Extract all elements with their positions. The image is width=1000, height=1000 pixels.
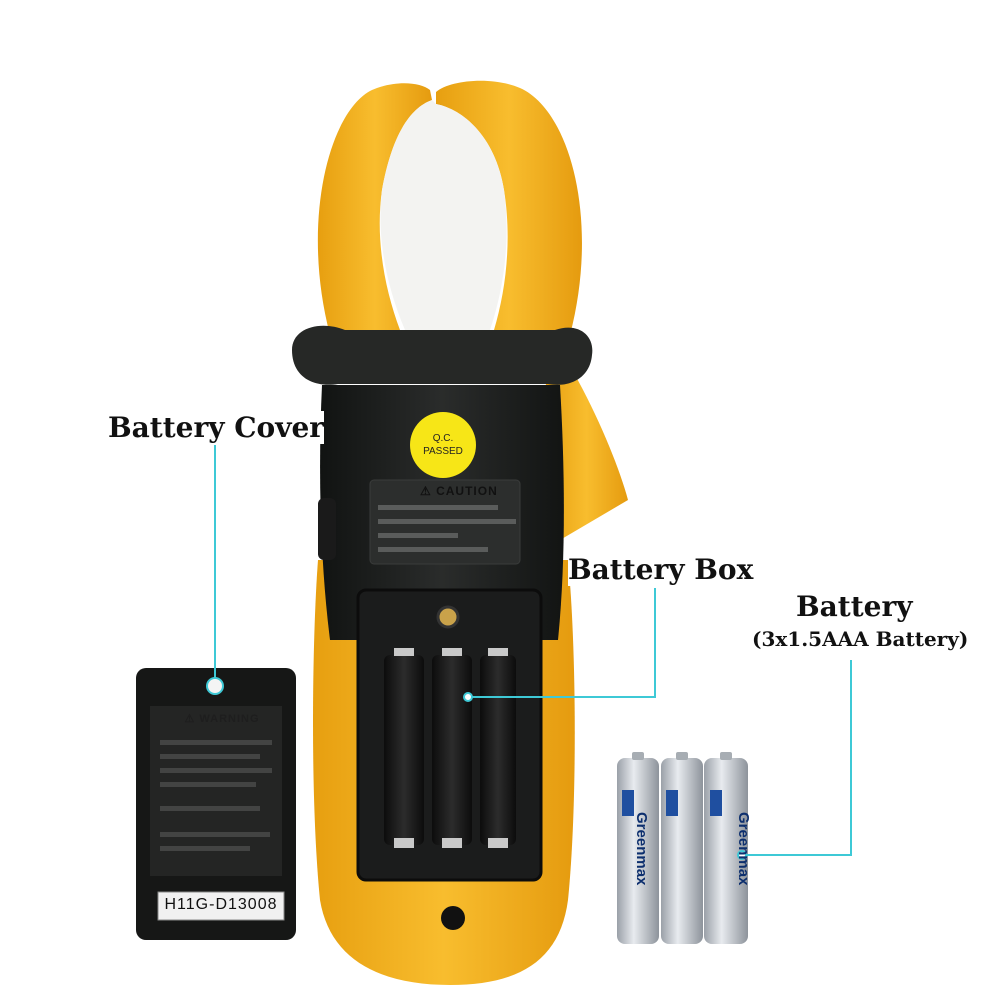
battery-brand-1: Greenmax <box>633 812 650 886</box>
battery-brand-3: Greenmax <box>735 812 752 886</box>
clamp-jaws <box>317 80 582 335</box>
battery-box-screw <box>436 605 460 629</box>
cover-hole <box>206 677 224 695</box>
cover-text-lines <box>160 740 272 851</box>
bottom-hole <box>441 906 465 930</box>
battery-cell-middle <box>432 655 472 845</box>
jaw-collar <box>292 325 593 385</box>
trigger-lever <box>545 375 628 540</box>
serial-plate <box>157 891 285 921</box>
leader-dot-box <box>463 692 473 702</box>
qc-line-2: PASSED <box>423 446 463 457</box>
aaa-batteries <box>617 752 748 944</box>
battery-box-label: Battery Box <box>568 553 754 586</box>
caution-heading: ⚠ CAUTION <box>420 484 498 498</box>
side-knob <box>318 498 336 560</box>
qc-sticker-text: Q.C. PASSED <box>411 432 475 458</box>
serial-number: H11G-D13008 <box>164 896 278 913</box>
qc-line-1: Q.C. <box>432 433 454 444</box>
battery-spec-label: (3x1.5AAA Battery) <box>752 627 969 651</box>
leader-lines <box>214 445 852 856</box>
battery-cell-right <box>480 655 516 845</box>
battery-terminals <box>394 648 508 848</box>
cover-warning-heading: ⚠ WARNING <box>184 713 260 725</box>
battery-cover-label: Battery Cover <box>108 411 325 444</box>
leader-dot-battery <box>737 850 747 860</box>
caution-text-lines <box>378 505 516 552</box>
battery-cell-left <box>384 655 424 845</box>
battery-label: Battery <box>796 590 913 623</box>
qc-sticker <box>410 412 476 478</box>
